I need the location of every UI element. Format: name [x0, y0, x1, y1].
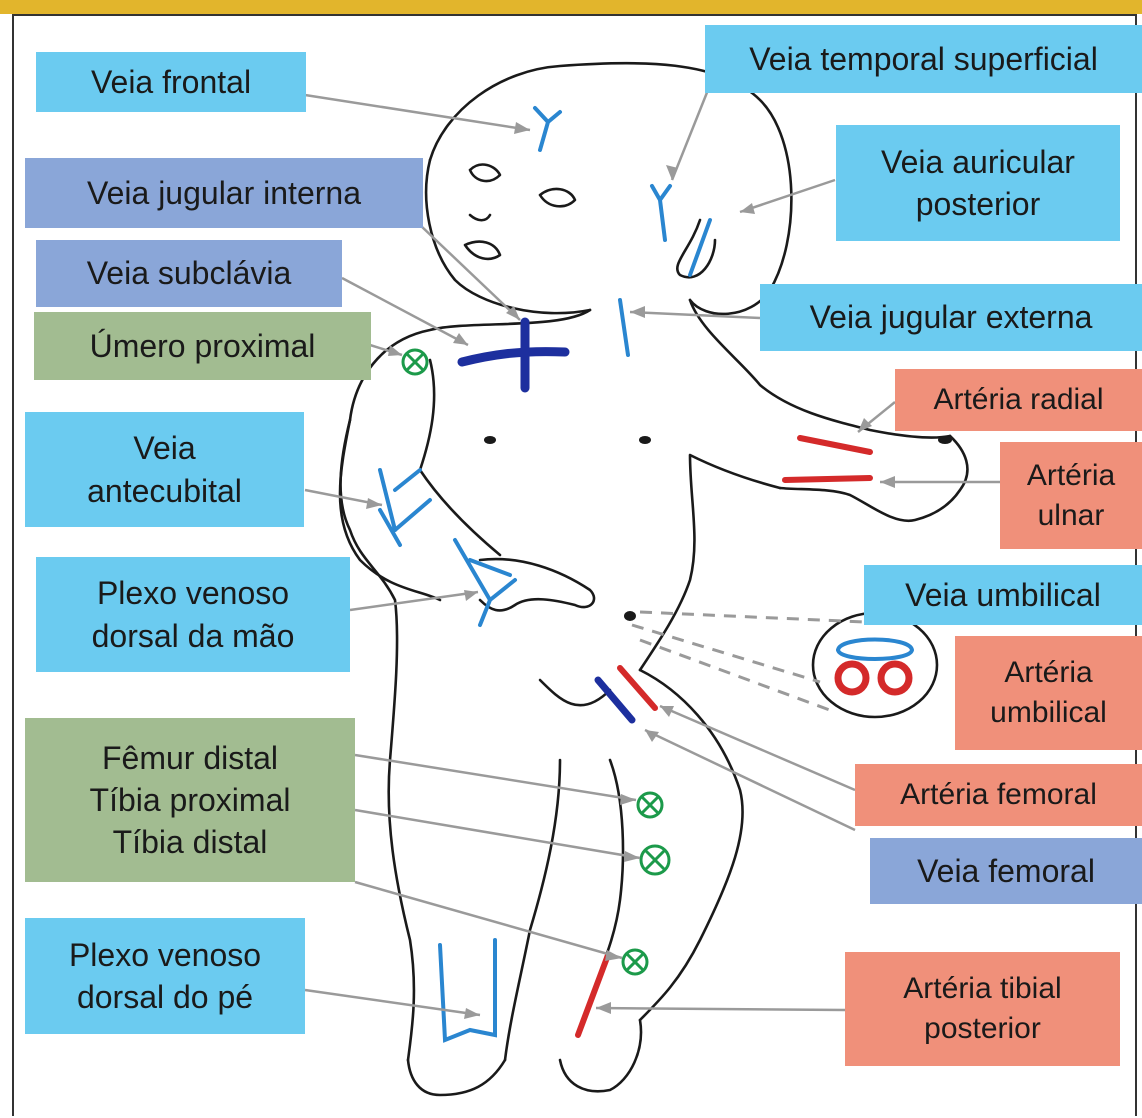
umbilical-arteries [838, 664, 909, 692]
arrow-femur-distal [620, 794, 636, 805]
label-veia-frontal: Veia frontal [36, 52, 306, 112]
face-outline [426, 160, 590, 313]
label-veia-subclavia: Veia subclávia [36, 240, 342, 307]
label-plexo-venoso-pe: Plexo venoso dorsal do pé [25, 918, 305, 1034]
intraosseous-sites [403, 350, 669, 974]
femur-distal-marker [638, 793, 662, 817]
leader-femoral-artery [660, 706, 855, 790]
ulnar-artery-mark [785, 478, 870, 480]
label-arteria-ulnar: Artéria ulnar [1000, 442, 1142, 549]
antecubital-vein-mark [380, 470, 430, 545]
leader-arrowheads [366, 122, 895, 1019]
leader-plexo-pe [305, 990, 480, 1015]
subclavian-vein-mark [462, 352, 565, 362]
temporal-vein-mark [652, 186, 670, 240]
right-thumb-nail [938, 436, 952, 444]
dashed-umbilical-artery-2 [640, 640, 835, 712]
umbilical-artery-left [838, 664, 866, 692]
label-veia-antecubital: Veia antecubital [25, 412, 304, 527]
femoral-vein-mark [598, 680, 632, 720]
label-umero-proximal: Úmero proximal [34, 312, 371, 380]
arrow-tibial-posterior [596, 1002, 611, 1014]
label-veia-femoral: Veia femoral [870, 838, 1142, 904]
label-veia-jugular-interna: Veia jugular interna [25, 158, 423, 228]
label-arteria-radial: Artéria radial [895, 369, 1142, 431]
dashed-umbilical-artery-1 [632, 625, 820, 682]
deep-veins [462, 322, 632, 720]
label-arteria-umbilical: Artéria umbilical [955, 636, 1142, 750]
hand-plexus-mark [455, 540, 515, 625]
radial-artery-mark [800, 438, 870, 452]
umbilical-artery-right [881, 664, 909, 692]
label-arteria-femoral: Artéria femoral [855, 764, 1142, 826]
arrow-tibia-distal [605, 950, 622, 961]
left-eye [470, 165, 500, 181]
leader-frontal [305, 95, 530, 130]
mouth [465, 242, 500, 259]
arteries [578, 438, 870, 1035]
head-outline [430, 63, 791, 314]
label-arteria-tibial-posterior: Artéria tibial posterior [845, 952, 1120, 1066]
label-veia-jugular-externa: Veia jugular externa [760, 284, 1142, 351]
navel [624, 611, 636, 621]
right-inner-arm [640, 455, 780, 670]
humerus-marker [403, 350, 427, 374]
tibia-distal-marker [623, 950, 647, 974]
label-veia-auricular-posterior: Veia auricular posterior [836, 125, 1120, 241]
nose [470, 215, 490, 220]
left-nipple [484, 436, 496, 444]
arrow-jugular-externa [630, 306, 645, 318]
foot-plexus-mark [440, 940, 495, 1040]
label-veia-temporal-superficial: Veia temporal superficial [705, 25, 1142, 93]
leader-jugular-interna [420, 225, 520, 320]
label-veia-umbilical: Veia umbilical [864, 565, 1142, 625]
leader-auricular [740, 180, 835, 212]
right-eye [540, 189, 575, 206]
tibia-proximal-marker [641, 846, 669, 874]
leader-plexo-mao [350, 592, 478, 610]
right-foot [560, 1020, 641, 1091]
external-jugular-mark [620, 300, 628, 355]
label-plexo-venoso-mao: Plexo venoso dorsal da mão [36, 557, 350, 672]
ear [677, 220, 715, 277]
leader-tibia-distal [355, 882, 622, 958]
right-nipple [639, 436, 651, 444]
leader-tibia-proximal [355, 810, 640, 858]
superficial-veins [380, 108, 912, 1040]
posterior-tibial-artery-mark [578, 955, 608, 1035]
arrow-umero [388, 345, 402, 356]
left-leg-inner [505, 760, 560, 1060]
left-foot [408, 1060, 505, 1095]
left-arm-inner [420, 360, 500, 555]
umbilical-cord-section [813, 613, 937, 717]
left-torso-outline [341, 310, 590, 1060]
arrow-frontal [514, 122, 530, 134]
umbilical-vein-mark [838, 640, 912, 660]
frontal-vein-mark [535, 108, 560, 150]
left-hand [480, 559, 594, 610]
leader-tibial-posterior [596, 1008, 845, 1010]
label-femur-tibia: Fêmur distal Tíbia proximal Tíbia distal [25, 718, 355, 882]
leader-femur-distal [355, 755, 636, 800]
arrow-ulnar [880, 476, 895, 488]
